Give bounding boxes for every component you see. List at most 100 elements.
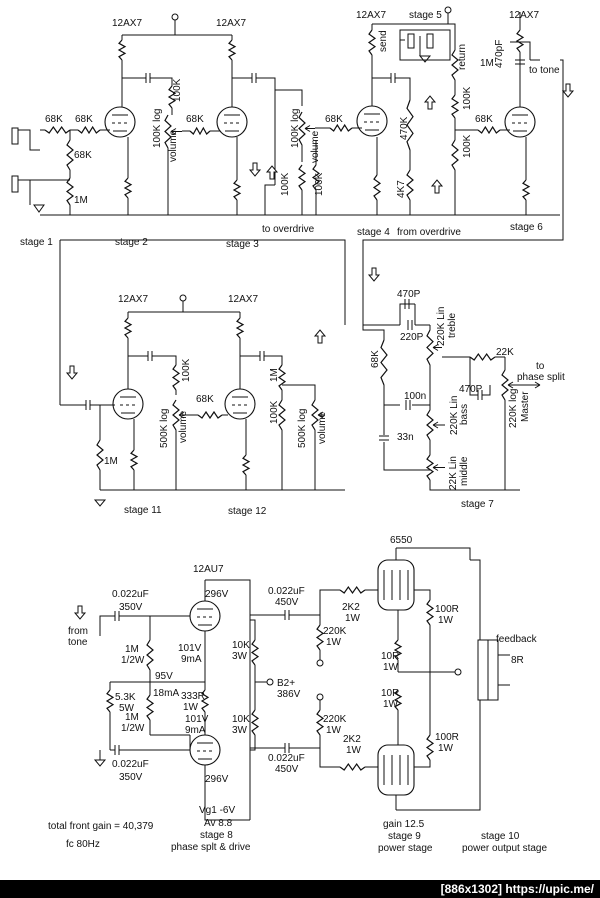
resistor-symbol xyxy=(277,364,287,391)
wire xyxy=(275,89,303,106)
potentiometer-symbol xyxy=(425,454,435,481)
triode-stage-4 xyxy=(356,105,388,137)
tube-label-pi: 12AU7 xyxy=(193,564,224,575)
stage-5-label: stage 5 xyxy=(409,10,442,21)
resistor-symbol xyxy=(451,49,459,81)
resistor-symbol xyxy=(311,164,321,191)
resistor-symbol xyxy=(66,177,74,206)
pot-treble-value: 220K Lin xyxy=(436,307,447,346)
b2-label-1: B2+ xyxy=(277,678,295,689)
resistor-symbol xyxy=(297,164,307,191)
phase-split-label: phase splt & drive xyxy=(171,842,251,853)
c-022-b: 0.022uF xyxy=(112,759,149,770)
tubes xyxy=(104,105,536,796)
r-1m-d: 1M xyxy=(269,368,280,382)
wire xyxy=(448,23,456,50)
wire xyxy=(282,384,316,400)
pot-wiper xyxy=(432,464,445,471)
resistor-symbol xyxy=(339,762,366,772)
r-1m-e: 1M xyxy=(125,644,139,655)
resistor-symbol xyxy=(241,454,251,476)
tube-label-6: 12AX7 xyxy=(228,294,258,305)
potentiometer-symbol xyxy=(298,111,306,146)
v-296-b: 296V xyxy=(205,774,229,785)
c-470pf: 470pF xyxy=(494,40,505,68)
from-tone-label-1: from xyxy=(68,626,88,637)
wire xyxy=(470,559,510,811)
w-1-b: 1W xyxy=(345,613,361,624)
stage-7-label: stage 7 xyxy=(461,499,494,510)
wire xyxy=(301,127,330,215)
r-68k-h: 68K xyxy=(196,394,214,405)
c-100n: 100n xyxy=(404,391,426,402)
gain-12-5-label: gain 12.5 xyxy=(383,819,425,830)
potentiometer-symbol xyxy=(311,399,319,431)
pot-wiper xyxy=(317,411,325,419)
wire xyxy=(371,12,449,106)
triode-stage-2 xyxy=(104,106,136,138)
wire xyxy=(128,300,240,313)
r-100k-g: 100K xyxy=(269,400,280,424)
capacitor-symbol xyxy=(114,745,120,755)
to-overdrive-label: to overdrive xyxy=(262,224,315,235)
pot-bass-value: 220K Lin xyxy=(449,396,460,435)
capacitor-symbol xyxy=(145,73,151,83)
ma-9-b: 9mA xyxy=(185,725,206,736)
triode-stage-3 xyxy=(216,106,248,138)
resistor-symbol xyxy=(521,179,531,201)
ground-symbol xyxy=(93,759,107,767)
stage-9-label: stage 9 xyxy=(388,831,421,842)
r-100k-c: 100K xyxy=(314,172,325,196)
tube-label-4: 12AX7 xyxy=(509,10,539,21)
wire xyxy=(362,325,400,406)
w-1-c: 1W xyxy=(346,745,362,756)
r-100k-e: 100K xyxy=(462,134,473,158)
wire xyxy=(110,631,206,683)
return-label: return xyxy=(457,44,468,70)
resistor-symbol xyxy=(425,599,435,626)
r-68k-d: 68K xyxy=(186,114,204,125)
r-2k2-b: 2K2 xyxy=(343,734,361,745)
pot-wiper xyxy=(170,128,182,135)
c-220p: 220P xyxy=(400,332,424,343)
capacitor-symbol xyxy=(114,611,120,621)
potentiometer-symbol xyxy=(426,329,434,366)
r-10k-b: 10K xyxy=(232,714,250,725)
capacitor-symbol xyxy=(284,610,290,620)
pot-bass-name: bass xyxy=(459,404,470,425)
wire xyxy=(454,90,478,215)
total-gain-label: total front gain = 40,379 xyxy=(48,821,154,832)
r-100k-b: 100K xyxy=(280,172,291,196)
resistor-symbol xyxy=(250,639,260,666)
resistor-symbol xyxy=(105,689,115,713)
w-1-g: 1W xyxy=(383,699,399,710)
wire xyxy=(414,589,431,768)
resistor-symbol xyxy=(197,410,223,420)
signal-arrow-up xyxy=(265,165,279,180)
c-470p-b: 470P xyxy=(459,384,483,395)
resistor-symbol xyxy=(129,449,139,471)
from-tone-label-2: tone xyxy=(68,637,88,648)
wire xyxy=(59,239,346,405)
potentiometer-symbol xyxy=(164,114,172,149)
pot-vol1-name: volume xyxy=(168,129,179,162)
w-1-a: 1W xyxy=(183,702,199,713)
resistor-symbol xyxy=(477,125,501,135)
wire xyxy=(383,570,409,785)
wire xyxy=(510,41,540,61)
wire xyxy=(240,355,283,365)
stage-3-label: stage 3 xyxy=(226,239,259,250)
v-101-a: 101V xyxy=(178,643,202,654)
capacitor-symbol xyxy=(284,743,290,753)
resistor-symbol xyxy=(315,624,325,651)
resistor-symbol xyxy=(393,639,403,661)
wire xyxy=(365,589,378,768)
r-10r-b: 10R xyxy=(381,688,399,699)
input-jack-icon xyxy=(11,175,19,193)
resistor-symbol xyxy=(227,39,237,61)
resistor-symbol xyxy=(232,179,242,201)
r-1m-f: 1M xyxy=(125,712,139,723)
v-450-b: 450V xyxy=(275,764,299,775)
pot-master-value: 220K log xyxy=(508,389,519,428)
wires xyxy=(18,12,564,821)
